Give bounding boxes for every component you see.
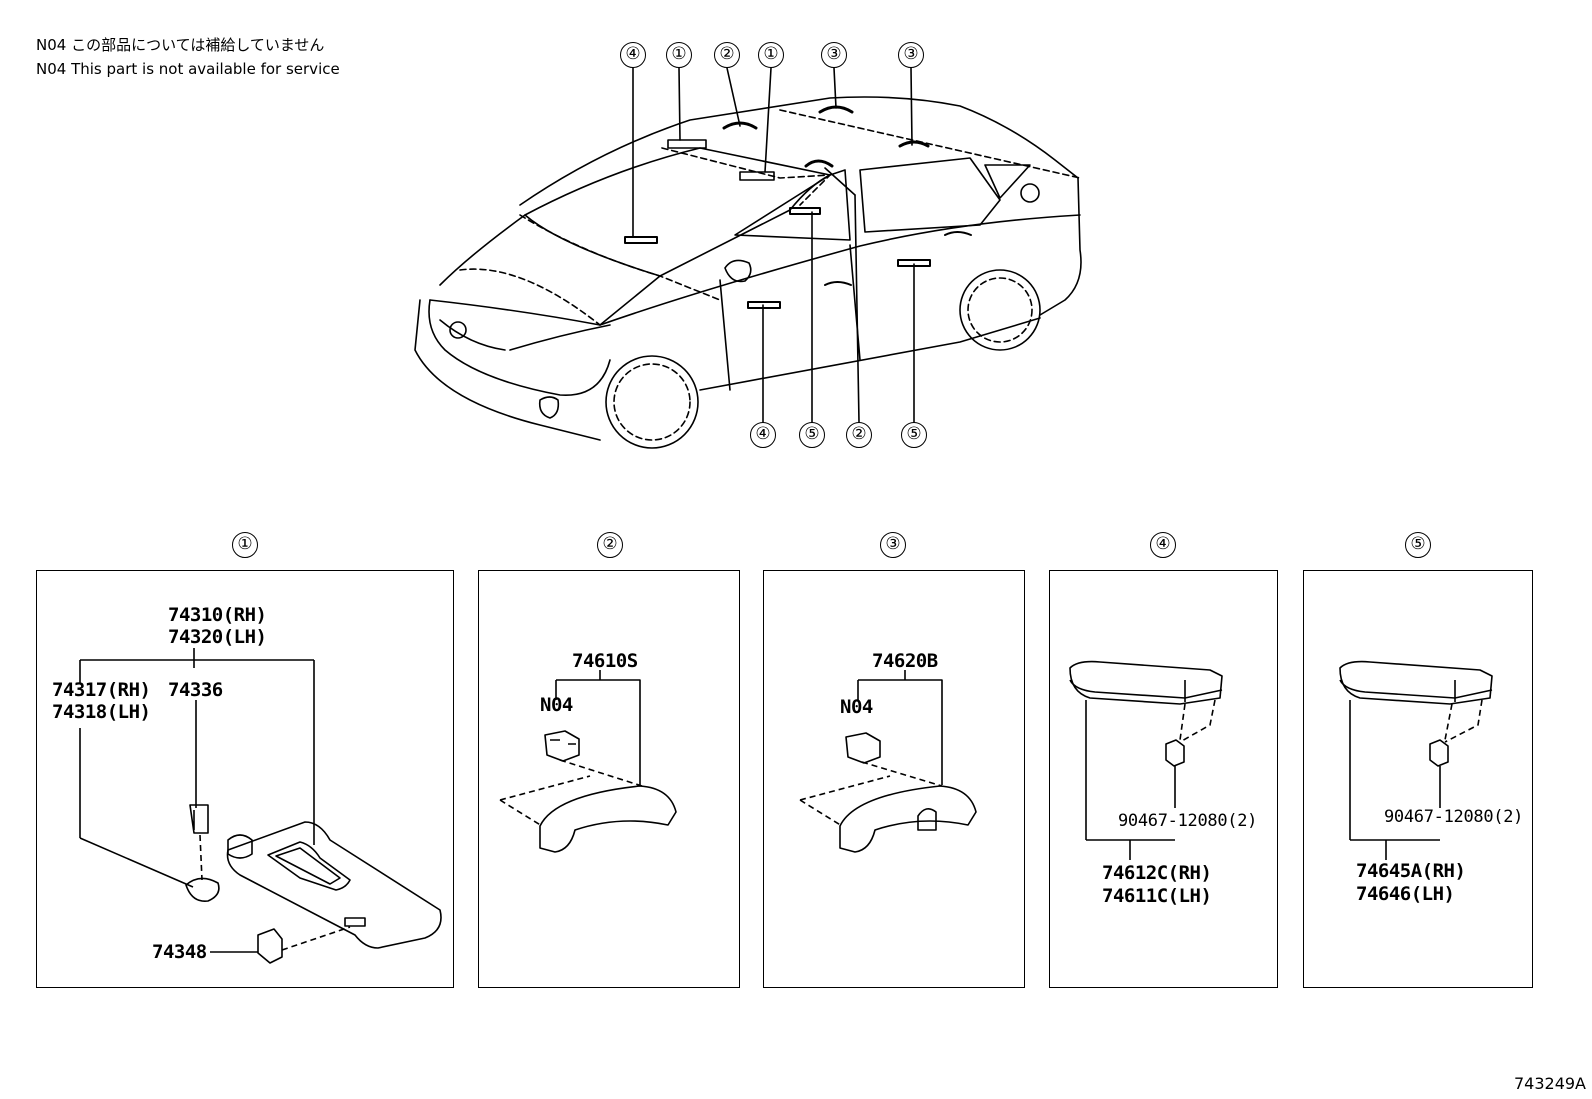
car-grille (439, 319, 506, 351)
callout-bottom-4: ④ (750, 422, 776, 448)
part-74611c-lh: 74611C(LH) (1102, 885, 1212, 907)
note-english: N04 This part is not available for servi… (36, 60, 340, 78)
part-74318-lh: 74318(LH) (52, 701, 151, 723)
section-header-2: ② (597, 532, 623, 558)
part-74646-lh: 74646(LH) (1356, 883, 1455, 905)
callout-bottom-5a: ⑤ (799, 422, 825, 448)
grip-bracket-3 (845, 732, 881, 764)
car-side-body (599, 214, 1081, 326)
car-visor-rh (739, 171, 775, 181)
callout-bottom-5b: ⑤ (901, 422, 927, 448)
clip-90467-4 (1165, 739, 1185, 767)
car-rear-wheel-inner (967, 277, 1033, 343)
part-74336: 74336 (168, 679, 223, 701)
visor-hook-74348 (257, 928, 283, 964)
panel-assist-grip-74610s (478, 570, 740, 988)
part-74645a-rh: 74645A(RH) (1356, 860, 1466, 882)
clip-90467-5 (1429, 739, 1449, 767)
assist-grip-74620b (839, 785, 977, 853)
callout-top-3b: ③ (898, 42, 924, 68)
panel-assist-grip-74620b (763, 570, 1025, 988)
car-lower-body (414, 299, 1041, 441)
car-grip-center (804, 159, 834, 168)
car-grip-rear (898, 140, 930, 148)
callout-top-4: ④ (620, 42, 646, 68)
part-74610s: 74610S (572, 650, 638, 672)
armrest-74645a-drawing (1339, 660, 1493, 860)
car-armrest-door-front (747, 301, 781, 309)
car-windshield (524, 147, 831, 277)
visor-pivot (227, 834, 253, 859)
car-front-bumper (428, 299, 611, 396)
panel-sun-visor (36, 570, 454, 988)
part-74612c-rh: 74612C(RH) (1102, 862, 1212, 884)
visor-base-ring (185, 877, 220, 902)
car-headlamp (509, 324, 611, 351)
visor-holder-74336 (189, 804, 209, 834)
armrest-74612c-drawing (1069, 660, 1223, 860)
car-fog-lamp (538, 396, 560, 419)
part-90467-12080-5: 90467-12080(2) (1384, 807, 1524, 827)
part-90467-12080-4: 90467-12080(2) (1118, 811, 1258, 831)
car-visor-lh (667, 139, 707, 149)
grip-74610s-drawing (499, 670, 677, 853)
car-front-wheel-inner (613, 363, 691, 441)
note-n04-3: N04 (840, 696, 873, 718)
car-emblem (449, 321, 467, 339)
note-japanese: N04 この部品については補給していません (36, 36, 325, 54)
section-header-5: ⑤ (1405, 532, 1431, 558)
part-74320-lh: 74320(LH) (168, 626, 267, 648)
section-header-4: ④ (1150, 532, 1176, 558)
note-n04-2: N04 (540, 694, 573, 716)
car-armrest-rear (789, 207, 821, 215)
visor-mirror (267, 841, 351, 891)
car-armrest-door-rear (897, 259, 931, 267)
grip-bracket (544, 730, 580, 762)
panel-armrest-74612c (1049, 570, 1278, 988)
sun-visor (226, 821, 442, 949)
car-door-line-1 (719, 279, 731, 391)
callout-top-2: ② (714, 42, 740, 68)
car-hood (429, 214, 661, 326)
part-74620b: 74620B (872, 650, 938, 672)
section-header-1: ① (232, 532, 258, 558)
panel-armrest-74645a (1303, 570, 1533, 988)
car-rear-wheel (959, 269, 1041, 351)
callout-top-1b: ① (758, 42, 784, 68)
car-front-wheel (605, 355, 699, 449)
car-mirror (724, 259, 752, 283)
car-side-windows (734, 157, 1031, 241)
part-74317-rh: 74317(RH) (52, 679, 151, 701)
assist-grip-74610s (539, 785, 677, 853)
callout-top-1a: ① (666, 42, 692, 68)
part-74348: 74348 (152, 941, 207, 963)
car-door-line-2 (849, 244, 861, 361)
car-armrest-front (624, 236, 658, 244)
callout-top-3a: ③ (821, 42, 847, 68)
coat-hook (917, 808, 937, 831)
visor-clip-slot (344, 917, 366, 927)
grip-74620b-drawing (799, 670, 977, 853)
illustration-number: 743249A (1513, 1074, 1586, 1093)
car-roof-outline (519, 96, 1082, 316)
callout-bottom-2: ② (846, 422, 872, 448)
part-74310-rh: 74310(RH) (168, 604, 267, 626)
section-header-3: ③ (880, 532, 906, 558)
visor-assembly-drawing (79, 648, 442, 964)
